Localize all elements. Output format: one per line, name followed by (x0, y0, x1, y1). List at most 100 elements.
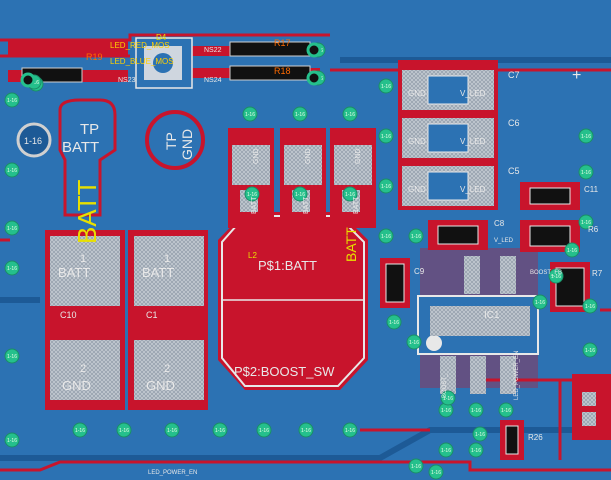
inductor-copper (218, 212, 368, 390)
label-boost-sw: BOOST_ (442, 373, 448, 398)
via-36 (548, 268, 564, 284)
label-mos1-gnd: GND (253, 148, 260, 164)
label-via-1-16: 1-16 (24, 136, 42, 146)
via-28 (408, 458, 424, 474)
via-group: 1-16 1-16 1-16 1-16 1-16 1-16 1-16 1-16 1-16 1-16… (4, 42, 598, 480)
label-c7-gnd: GND (408, 89, 426, 98)
ic1-pads (430, 256, 530, 394)
via-label-5: 1-16 (7, 438, 17, 444)
via-label-37: 1-16 (75, 428, 85, 434)
via-0 (4, 92, 20, 108)
c9-body (385, 263, 405, 303)
label-c5: C5 (508, 166, 520, 176)
label-boost-fb: BOOST_FB (530, 270, 562, 276)
via-43 (342, 422, 358, 438)
via-42 (298, 422, 314, 438)
via-label-28: 1-16 (411, 464, 421, 470)
label-tp-gnd-top: TP (163, 132, 179, 150)
via-20 (408, 228, 424, 244)
label-mos2-gnd: GND (305, 148, 312, 164)
label-r26: R26 (528, 433, 543, 442)
label-c6: C6 (508, 118, 520, 128)
via-label-11: 1-16 (295, 112, 305, 118)
plated-via-2 (306, 70, 322, 86)
via-label-24: 1-16 (471, 408, 481, 414)
via-label-45: 1-16 (475, 432, 485, 438)
label-c7-vled: V_LED (460, 89, 486, 98)
label-c7: C7 (508, 70, 520, 80)
label-tp-batt-bottom: BATT (62, 139, 99, 156)
r26-body (505, 425, 519, 455)
via-19 (378, 228, 394, 244)
via-27 (468, 442, 484, 458)
via-25 (498, 402, 514, 418)
via-label-4: 1-16 (7, 354, 17, 360)
r6-body (529, 225, 571, 247)
via-label-12: 1-16 (345, 112, 355, 118)
label-r7: R7 (592, 269, 603, 278)
d4-lens (153, 53, 173, 73)
label-led-red-mos: LED_RED_MOS (110, 41, 170, 50)
via-30 (578, 128, 594, 144)
via-label-39: 1-16 (167, 428, 177, 434)
label-c1-pin1: 1 (164, 253, 170, 265)
via-13 (244, 186, 260, 202)
label-r19: R19 (86, 52, 103, 62)
label-c9: C9 (414, 267, 425, 276)
via-label-26: 1-16 (441, 448, 451, 454)
via-16 (378, 78, 394, 94)
via-41 (256, 422, 272, 438)
via-10 (242, 106, 258, 122)
via-45 (472, 426, 488, 442)
label-c10-pin2: 2 (80, 363, 86, 375)
label-c10-pin1: 1 (80, 253, 86, 265)
via-label-10: 1-16 (245, 112, 255, 118)
via-label-2: 1-16 (7, 226, 17, 232)
via-label-23: 1-16 (441, 408, 451, 414)
via-39 (164, 422, 180, 438)
via-1-16-large (16, 122, 52, 158)
via-38 (116, 422, 132, 438)
via-40 (212, 422, 228, 438)
connector-pad-1 (582, 392, 596, 406)
label-r17: R17 (274, 38, 291, 48)
via-3 (4, 260, 20, 276)
label-d4: D4 (156, 33, 167, 42)
label-tp-gnd-bottom: GND (179, 129, 195, 160)
cap-column (398, 60, 498, 210)
label-ic1: IC1 (484, 310, 500, 321)
label-c6-vled: V_LED (460, 137, 486, 146)
label-c6-gnd: GND (408, 137, 426, 146)
plated-via-0 (20, 72, 36, 88)
via-label-40: 1-16 (215, 428, 225, 434)
label-tp-batt-top: TP (80, 121, 99, 138)
via-4 (4, 348, 20, 364)
via-32 (578, 214, 594, 230)
c11-body (529, 187, 571, 205)
label-c1-pin2: 2 (164, 363, 170, 375)
via-14 (292, 186, 308, 202)
ic1-pin1-marker (426, 335, 442, 351)
label-c5-vled: V_LED (460, 185, 486, 194)
c8-body (437, 225, 479, 245)
label-led-blue-mos: LED_BLUE_MOS (110, 57, 174, 66)
label-r18: R18 (274, 66, 291, 76)
via-11 (292, 106, 308, 122)
via-29 (428, 464, 444, 480)
tp-batt-outline (58, 98, 117, 217)
via-label-22: 1-16 (389, 320, 399, 326)
via-31 (578, 164, 594, 180)
via-33 (582, 298, 598, 314)
via-label-38: 1-16 (119, 428, 129, 434)
via-label-13: 1-16 (247, 192, 257, 198)
via-label-17: 1-16 (381, 134, 391, 140)
mosfet-group (228, 128, 376, 228)
label-led-power-en-ic: LED_POWER_EN (514, 351, 520, 400)
label-c1: C1 (146, 310, 158, 320)
via-label-33: 1-16 (585, 304, 595, 310)
via-label-35: 1-16 (567, 248, 577, 254)
label-c1-gnd: GND (146, 378, 175, 393)
via-label-44: 1-16 (443, 396, 453, 402)
